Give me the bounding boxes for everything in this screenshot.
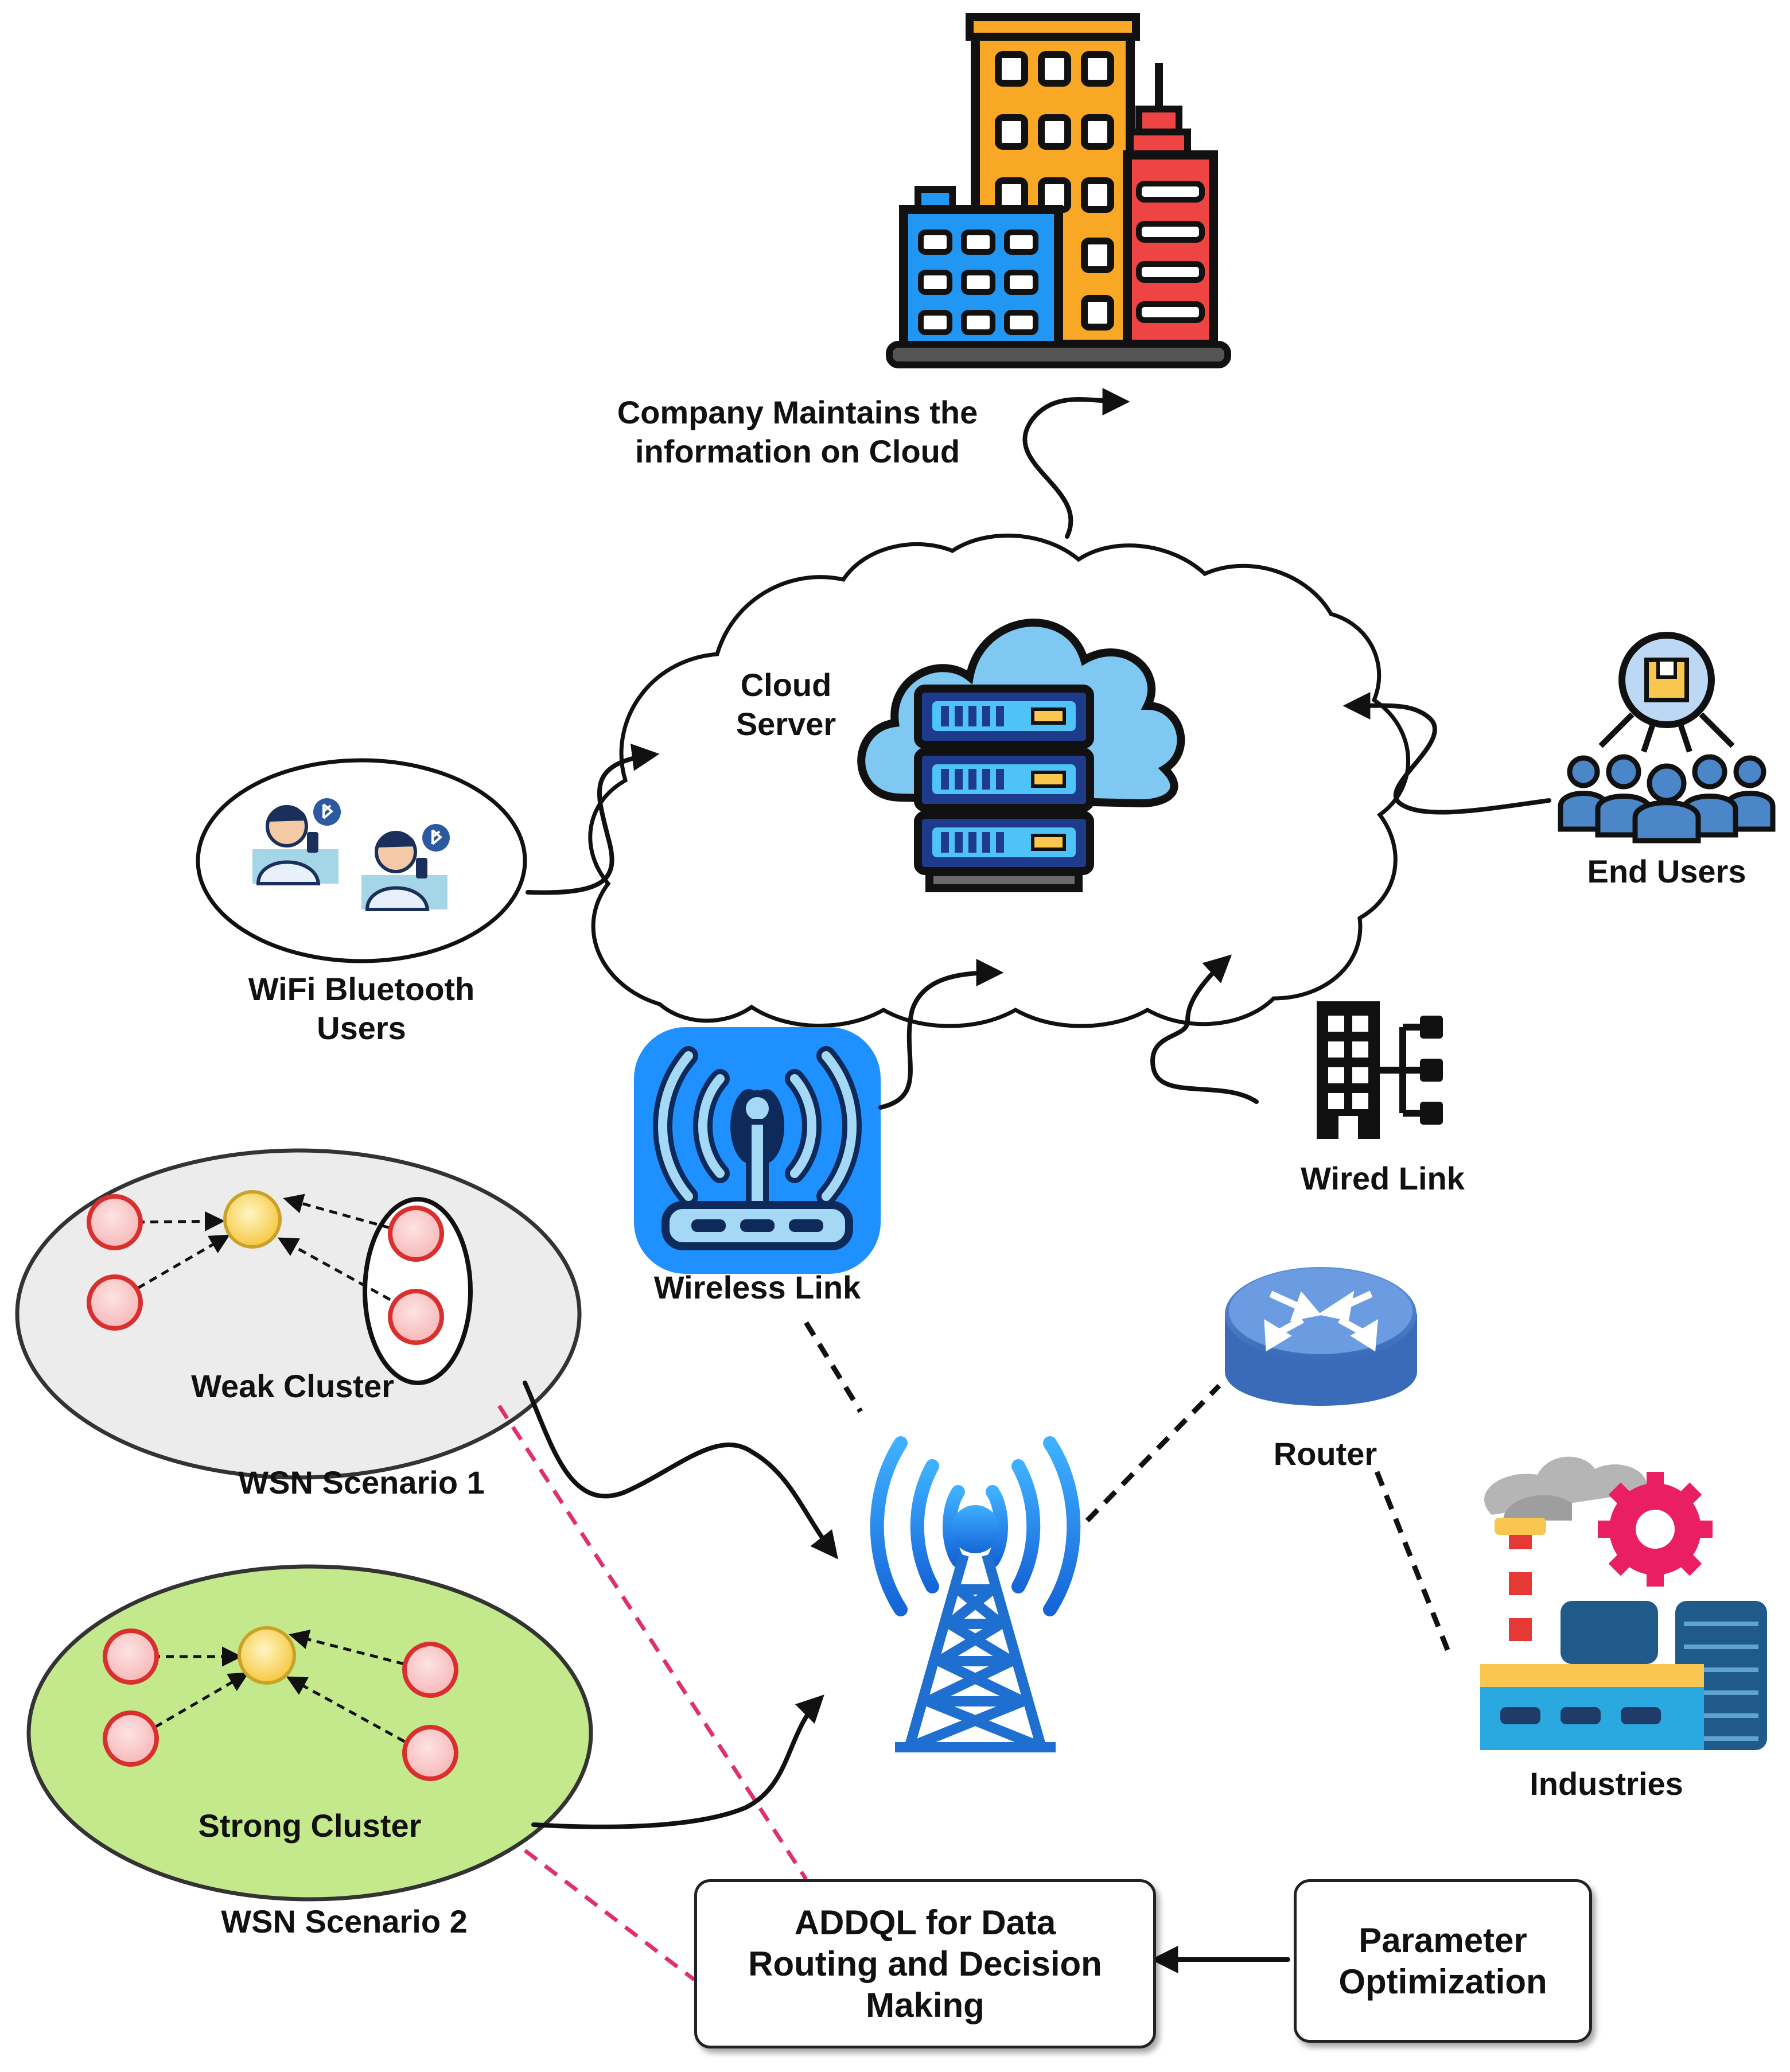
strong-cluster-label: Strong Cluster — [198, 1807, 422, 1844]
weak-cluster-to-tower-arrow — [523, 1381, 838, 1560]
weak-cluster-label: Weak Cluster — [191, 1368, 394, 1404]
sensor-node — [87, 1274, 143, 1331]
strong-cluster-to-addql-pink — [523, 1849, 696, 1981]
wireless-to-cloud-arrow — [878, 959, 1004, 1110]
strong-cluster-to-tower-arrow — [531, 1694, 824, 1829]
strong-link-2 — [154, 1672, 250, 1729]
wireless-router-icon — [634, 1027, 881, 1274]
tower-to-router-dashed — [1085, 1383, 1221, 1523]
weak-link-2 — [137, 1234, 231, 1290]
sensor-node — [87, 1194, 143, 1250]
weak-link-4 — [277, 1237, 391, 1301]
wifi-to-cloud-arrow — [526, 743, 660, 895]
weak-link-1 — [136, 1211, 225, 1231]
factory-icon — [1480, 1456, 1767, 1750]
cloud-server-icon — [857, 619, 1185, 892]
router-label: Router — [1273, 1436, 1377, 1472]
sensor-node — [388, 1206, 444, 1262]
strong-link-3 — [289, 1630, 405, 1666]
router-to-industries-dashed — [1374, 1471, 1452, 1654]
addql-box[interactable]: ADDQL for Data Routing and Decision Maki… — [694, 1879, 1156, 2048]
cloud-to-company-arrow — [1022, 387, 1130, 539]
wired-to-cloud-arrow — [1150, 954, 1259, 1104]
strong-cluster-ellipse — [26, 1564, 593, 1902]
sensor-node — [103, 1628, 159, 1685]
cluster-head — [223, 1190, 282, 1249]
cell-tower-icon — [870, 1436, 1081, 1752]
sensor-node — [388, 1289, 444, 1345]
sensor-node — [103, 1711, 159, 1767]
endusers-to-cloud-arrow — [1342, 691, 1551, 815]
cloud-server-label: Cloud Server — [736, 667, 836, 743]
bluetooth-user-icon — [252, 798, 450, 911]
sensor-node — [402, 1642, 458, 1698]
parameter-optimization-box[interactable]: Parameter Optimization — [1294, 1879, 1592, 2043]
wifi-users-label: WiFi Bluetooth Users — [248, 971, 475, 1047]
wireless-link-label: Wireless Link — [653, 1269, 861, 1305]
wireless-to-tower-dashed — [804, 1321, 863, 1413]
office-buildings-icon — [886, 13, 1231, 368]
industries-label: Industries — [1530, 1766, 1683, 1802]
user-group-icon — [1558, 632, 1776, 843]
weak-link-3 — [283, 1194, 391, 1230]
end-users-label: End Users — [1587, 853, 1746, 889]
wired-link-label: Wired Link — [1301, 1160, 1465, 1196]
wsn-scenario-1-label: WSN Scenario 1 — [238, 1464, 485, 1500]
weak-cluster-to-addql-pink — [497, 1405, 808, 1880]
cluster-head — [238, 1626, 296, 1685]
company-label: Company Maintains the information on Clo… — [617, 394, 978, 470]
sensor-node — [402, 1725, 458, 1781]
wired-network-icon — [1317, 1001, 1443, 1139]
wifi-users-ellipse — [196, 758, 527, 963]
router-icon — [1225, 1267, 1417, 1406]
wsn-scenario-2-label: WSN Scenario 2 — [221, 1903, 468, 1939]
